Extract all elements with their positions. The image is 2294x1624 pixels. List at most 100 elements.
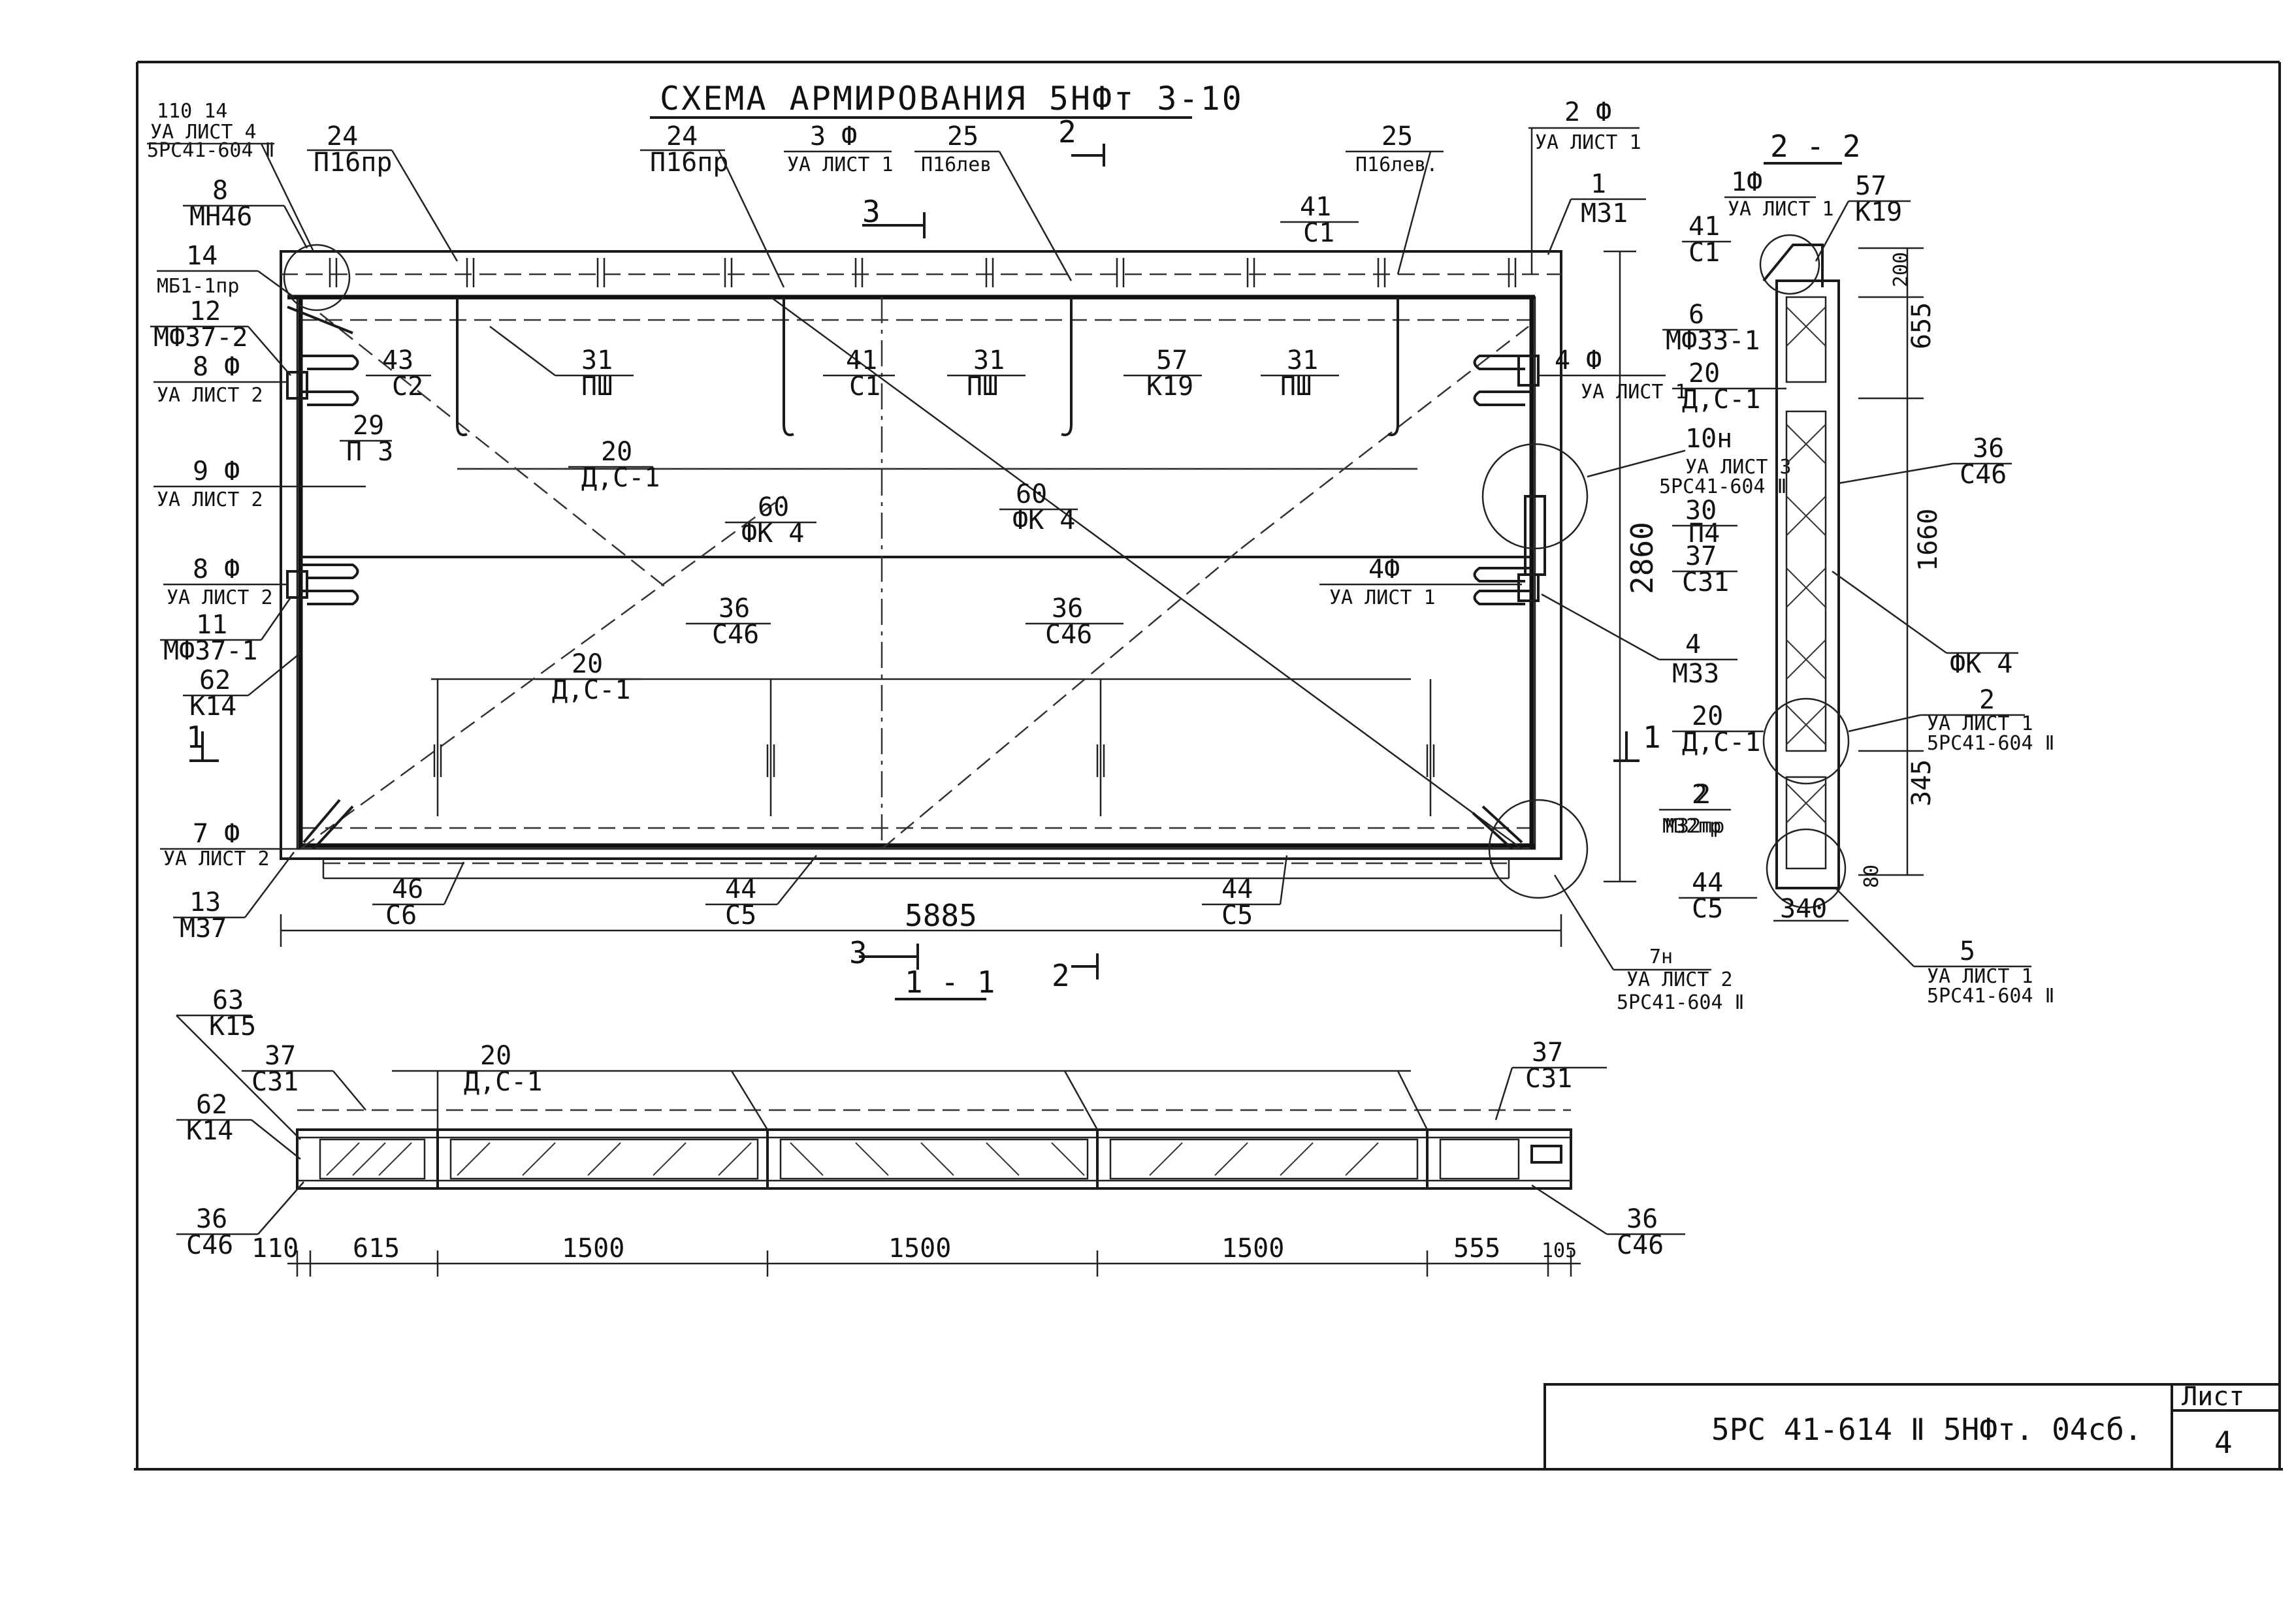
callout-b-36a-num: 36 <box>196 1204 227 1234</box>
callout-46-num: 46 <box>392 874 423 904</box>
dim-655: 655 <box>1907 302 1937 349</box>
callout-29-num: 29 <box>353 411 384 441</box>
callout-10n-num: 10н <box>1685 424 1732 454</box>
callout-b-37b-num: 37 <box>1532 1038 1563 1068</box>
callout-20b-txt: Д,С-1 <box>552 675 630 705</box>
callout-31b-num: 31 <box>973 345 1005 375</box>
callout-2m-num: 2 <box>1692 780 1707 810</box>
callout-r-36-txt: С46 <box>1960 460 2007 490</box>
callout-31c-txt: ПШ <box>1280 372 1312 402</box>
callout-30-num: 30 <box>1685 496 1717 526</box>
callout-29-txt: П 3 <box>346 437 393 467</box>
callout-20a-txt: Д,С-1 <box>581 463 660 493</box>
callout-4f-a-txt: УА ЛИСТ 1 <box>1581 381 1687 404</box>
callout-24b-num: 24 <box>666 121 698 151</box>
callout-110-14: 110 14 <box>157 100 227 123</box>
callout-b-36a-txt: С46 <box>186 1230 233 1260</box>
section-2-2: 2 - 2 <box>1662 129 2054 1008</box>
callout-b-36b-txt: С46 <box>1617 1230 1664 1260</box>
plan-hatch <box>319 1138 1419 1180</box>
callout-r-44-num: 44 <box>1692 868 1723 898</box>
callout-41b-num: 41 <box>846 345 877 375</box>
section-mark-1-left: 1 <box>186 720 204 755</box>
callout-b-62-txt: К14 <box>186 1116 233 1146</box>
callout-r-2m-txt: М32пр <box>1666 815 1724 838</box>
dim-200: 200 <box>1890 252 1913 287</box>
callout-36b-txt: С46 <box>1045 620 1092 650</box>
callout-b-37b-txt: С31 <box>1525 1064 1572 1094</box>
callout-mh46: МН46 <box>189 202 252 232</box>
callout-44a-num: 44 <box>725 874 756 904</box>
dim-345: 345 <box>1907 759 1937 806</box>
callout-r-20-txt: Д,С-1 <box>1682 385 1760 415</box>
callout-r-5-txt2: 5РС41-604 Ⅱ <box>1927 985 2054 1008</box>
callout-1-num: 1 <box>1591 169 1606 199</box>
callout-7f-num: 7 Ф <box>193 819 240 849</box>
callout-41a-num: 41 <box>1300 192 1331 222</box>
section-mark-2-bottom: 2 <box>1052 958 1070 993</box>
callout-31b-txt: ПШ <box>967 372 998 402</box>
callout-57a-num: 57 <box>1156 345 1187 375</box>
section-label-2-2: 2 - 2 <box>1770 129 1860 164</box>
callout-14-num: 14 <box>186 241 218 271</box>
callout-12-num: 12 <box>189 296 221 326</box>
callout-b-20-num: 20 <box>480 1041 511 1071</box>
plan-view-3-3: 110 615 1500 1500 1500 555 105 63 К15 37… <box>176 985 1685 1277</box>
section-mark-3-top: 3 <box>862 194 880 229</box>
callout-r-36-num: 36 <box>1973 434 2004 464</box>
callout-36a-txt: С46 <box>712 620 759 650</box>
sheet-label: Лист <box>2182 1382 2244 1412</box>
callout-r-2m-num: 2 <box>1695 780 1711 810</box>
callout-4-txt: М33 <box>1672 659 1719 689</box>
callout-60a-num: 60 <box>758 492 789 522</box>
callout-60b-txt: ФК 4 <box>1012 505 1075 535</box>
callout-31a-txt: ПШ <box>581 372 613 402</box>
callout-1-txt: М31 <box>1581 199 1628 229</box>
dim-555: 555 <box>1453 1234 1500 1264</box>
callout-11-num: 11 <box>196 610 227 640</box>
callout-41b-txt: С1 <box>849 372 880 402</box>
callout-8-num: 8 <box>212 176 228 206</box>
sheet-number: 4 <box>2214 1425 2233 1460</box>
callout-9f-num: 9 Ф <box>193 456 240 486</box>
lower-stirrups <box>433 679 1435 816</box>
top-stirrups <box>329 258 1517 287</box>
dim-110: 110 <box>251 1234 299 1264</box>
callout-2m-txt: М32пр <box>1662 815 1721 838</box>
callout-31a-num: 31 <box>581 345 613 375</box>
callout-b-37a-txt: С31 <box>251 1067 299 1097</box>
callout-25a-txt: П16лев <box>921 153 992 176</box>
callout-36a-num: 36 <box>719 594 750 624</box>
callout-b-37a-num: 37 <box>265 1041 296 1071</box>
callout-9f-txt: УА ЛИСТ 2 <box>157 488 263 511</box>
callout-5pc41-604: 5РС41-604 Ⅱ <box>147 139 274 162</box>
callout-14-txt: МБ1-1пр <box>157 275 239 298</box>
callout-r-6-num: 6 <box>1688 300 1704 330</box>
callout-8f-a-txt: УА ЛИСТ 2 <box>157 384 263 407</box>
callout-4-num: 4 <box>1685 629 1701 660</box>
dim-1500a: 1500 <box>562 1234 624 1264</box>
drawing-title: СХЕМА АРМИРОВАНИЯ 5НФт 3-10 <box>650 80 1242 119</box>
dim-615: 615 <box>353 1234 400 1264</box>
callout-60a-txt: ФК 4 <box>741 518 804 549</box>
callout-b-62-num: 62 <box>196 1090 227 1120</box>
callout-ua-list4: УА ЛИСТ 4 <box>150 121 257 144</box>
callout-r-41-num: 41 <box>1688 212 1720 242</box>
drawing-frame <box>134 61 2283 1471</box>
callout-41a-txt: С1 <box>1303 218 1334 248</box>
callout-43-num: 43 <box>382 345 413 375</box>
section-mark-1-right: 1 <box>1643 720 1661 755</box>
callout-62a-num: 62 <box>199 665 231 695</box>
callout-44b-txt: С5 <box>1221 900 1253 931</box>
callout-r-20b-num: 20 <box>1692 701 1723 731</box>
callout-3f-num: 3 Ф <box>810 121 857 151</box>
callout-24b-txt: П16пр <box>650 148 728 178</box>
dim-340: 340 <box>1780 894 1827 924</box>
callout-r-6-txt: МФ33-1 <box>1666 326 1760 356</box>
elevation-callouts: 110 14 УА ЛИСТ 4 5РС41-604 Ⅱ 8 МН46 24 П… <box>147 97 1792 1014</box>
section-hatch <box>1786 306 1826 823</box>
callout-8f-b-txt: УА ЛИСТ 2 <box>167 586 273 609</box>
callout-2f-num: 2 Ф <box>1564 97 1611 127</box>
callout-60b-num: 60 <box>1016 479 1047 509</box>
